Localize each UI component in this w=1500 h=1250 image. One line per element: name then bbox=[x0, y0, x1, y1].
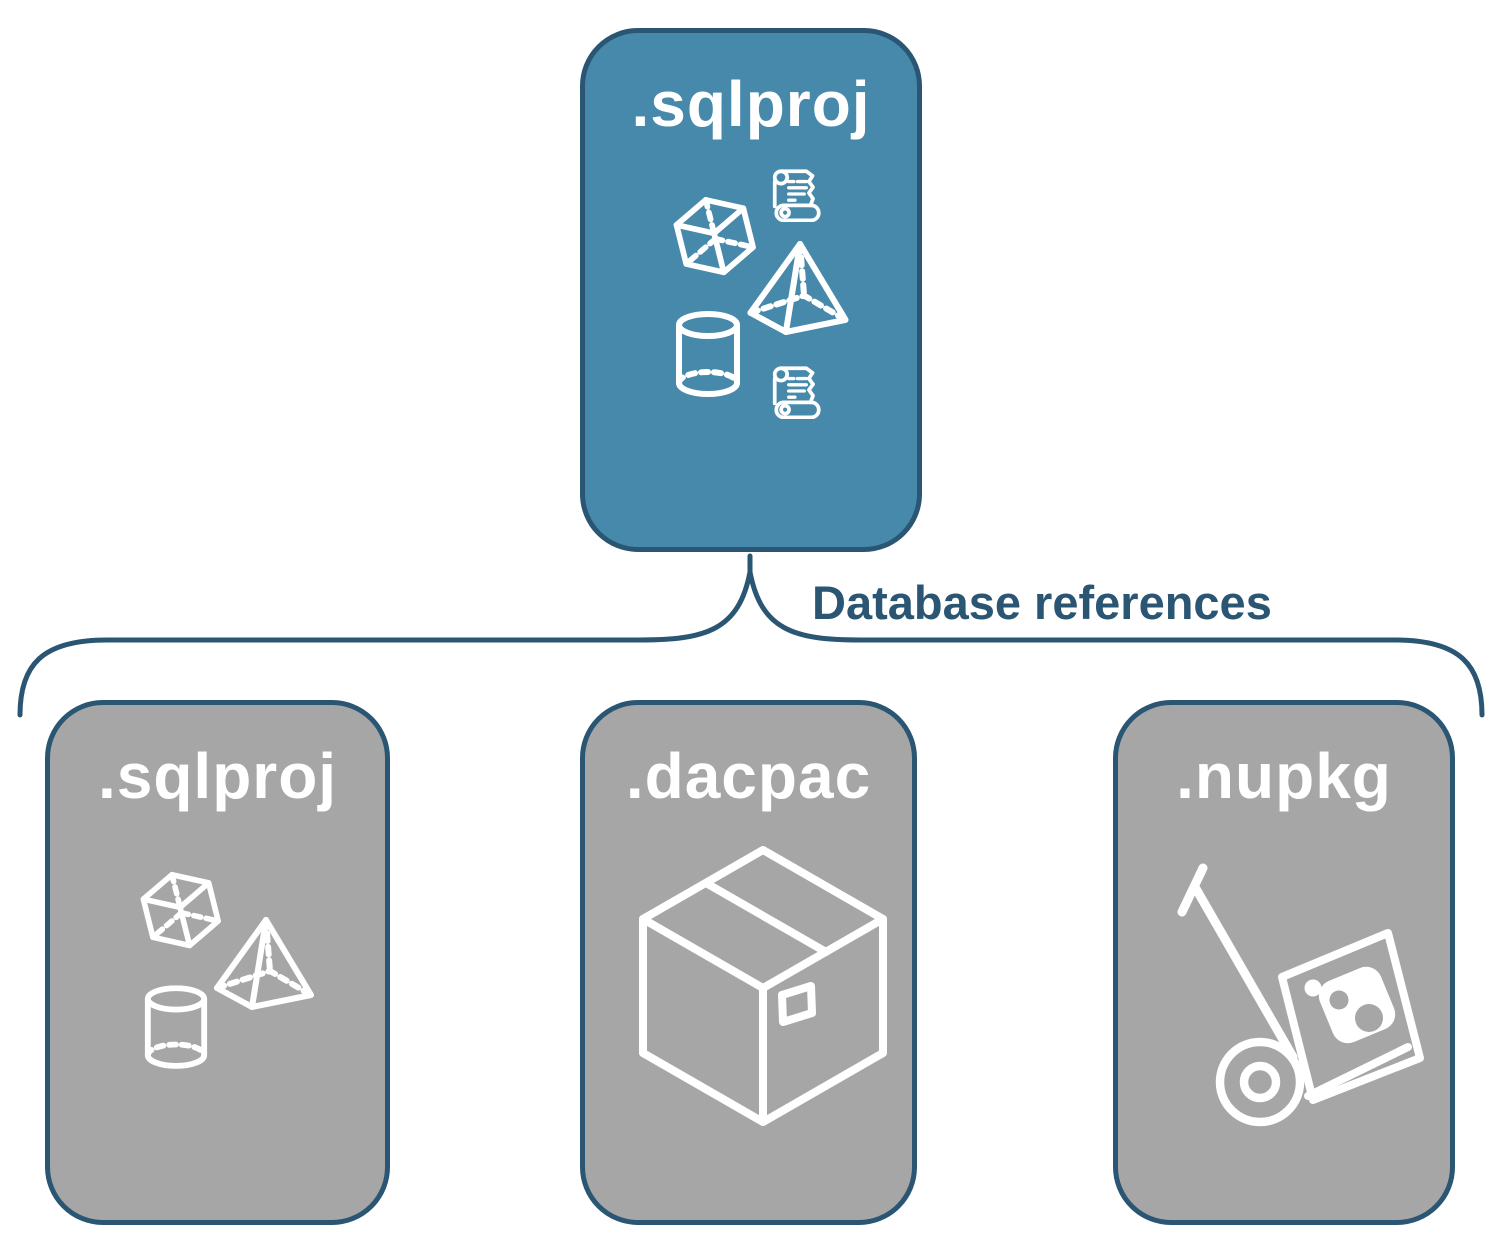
wheel-outer bbox=[1215, 1037, 1305, 1127]
brace-connector bbox=[17, 553, 1485, 718]
handle-shaft bbox=[1190, 882, 1298, 1062]
nuget-logo bbox=[1304, 966, 1396, 1044]
root-node-label: .sqlproj bbox=[631, 68, 871, 140]
pyramid-icon bbox=[747, 239, 849, 335]
script-scroll-icon bbox=[768, 363, 826, 419]
connector-label: Database references bbox=[812, 576, 1272, 629]
package-box-icon bbox=[639, 846, 887, 1126]
toe-plate bbox=[1304, 1043, 1412, 1100]
node-nupkg: .nupkg bbox=[1113, 700, 1455, 1225]
child-node-label: .dacpac bbox=[625, 740, 872, 812]
hand-truck-nuget-icon bbox=[1177, 863, 1424, 1127]
wheel-inner bbox=[1239, 1061, 1281, 1103]
cylinder-icon bbox=[673, 311, 743, 399]
nupkg-icon-cluster bbox=[1118, 705, 1450, 1220]
script-scroll-icon bbox=[768, 166, 826, 222]
sqlproj-icon-cluster bbox=[50, 705, 385, 1220]
cylinder-icon bbox=[142, 985, 210, 1071]
child-node-label: .nupkg bbox=[1176, 740, 1392, 812]
pyramid-icon bbox=[213, 915, 315, 1010]
child-node-label: .sqlproj bbox=[97, 740, 338, 812]
root-icon-cluster bbox=[585, 33, 917, 547]
node-sqlproj-child: .sqlproj bbox=[45, 700, 390, 1225]
node-sqlproj-root: .sqlproj bbox=[580, 28, 922, 552]
dacpac-icon-cluster bbox=[585, 705, 912, 1220]
node-dacpac: .dacpac bbox=[580, 700, 917, 1225]
package-outline bbox=[1278, 929, 1424, 1104]
